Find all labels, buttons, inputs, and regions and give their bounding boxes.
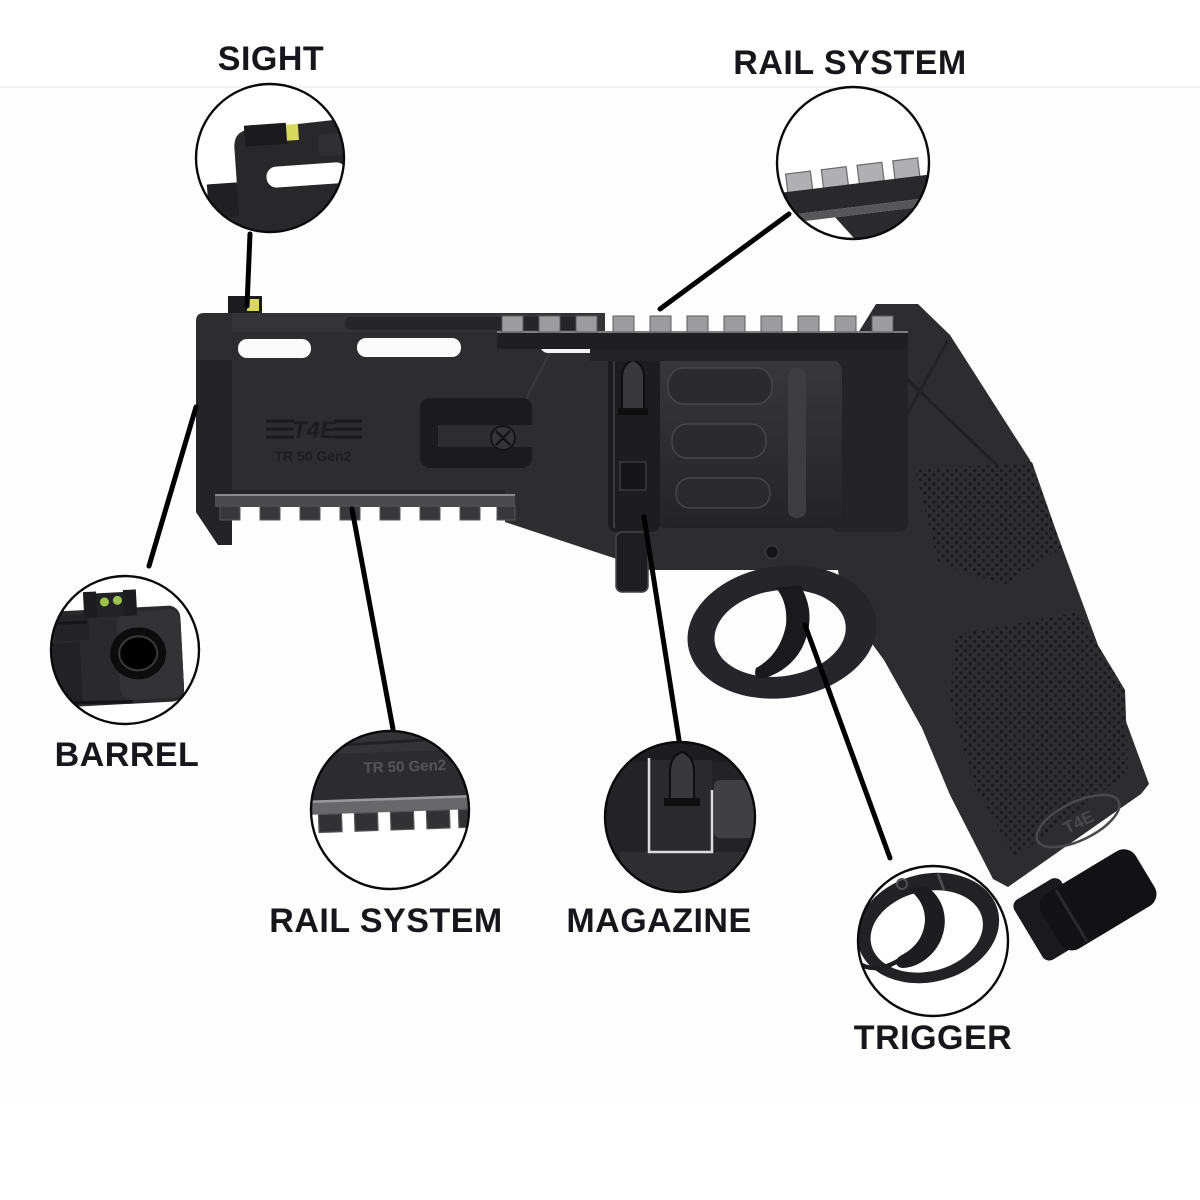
barrel-callout-content	[51, 589, 185, 708]
grip: T4E	[915, 462, 1157, 961]
trigger-guard	[687, 565, 877, 699]
trigger	[755, 585, 810, 679]
top-rail	[497, 315, 908, 361]
callout-line-rail-top	[657, 211, 792, 312]
trigger-callout-ring	[856, 864, 1010, 1018]
rail-top-callout-ring	[775, 85, 931, 241]
callout-line-sight	[244, 231, 253, 309]
callout-line-barrel	[146, 404, 199, 569]
barrel-callout-ring	[49, 574, 201, 726]
rail-bottom-callout: TR 50 Gen2	[309, 729, 471, 891]
shroud-logo-emblem: T4E	[266, 417, 362, 444]
sight-callout-ring	[194, 82, 346, 234]
callout-line-trigger	[802, 622, 893, 861]
rail-bottom-callout-ring	[309, 729, 471, 891]
top-rail-teeth	[501, 315, 894, 333]
callout-lines	[146, 211, 893, 861]
barrel-callout	[49, 574, 201, 726]
frame-screw	[764, 544, 780, 560]
sight-callout	[194, 82, 346, 234]
shroud-logo-text: T4E	[292, 417, 337, 444]
rail-top-callout	[775, 85, 931, 241]
label-barrel: BARREL	[54, 736, 200, 774]
label-rail-system-top: RAIL SYSTEM	[733, 44, 967, 82]
grip-end-cap	[1013, 849, 1157, 961]
cylinder	[608, 340, 908, 593]
callout-line-magazine	[641, 514, 682, 743]
label-trigger: TRIGGER	[853, 1019, 1013, 1057]
grip-texture-upper	[915, 462, 1062, 585]
label-sight: SIGHT	[217, 40, 325, 78]
rail-callout-model-text: TR 50 Gen2	[363, 757, 446, 777]
frame-sculpt-line2	[903, 339, 950, 419]
shroud-cutout	[420, 398, 532, 468]
grip-texture-lower	[950, 612, 1128, 858]
magazine-callout-ring	[603, 740, 757, 894]
revolver-illustration: T4E	[196, 296, 1157, 961]
trigger-callout	[856, 864, 1010, 1018]
cylinder-flutes	[667, 367, 773, 509]
shroud-model-text: TR 50 Gen2	[274, 448, 351, 464]
label-magazine: MAGAZINE	[566, 902, 752, 940]
trigger-blade	[896, 886, 945, 968]
label-rail-system-bottom: RAIL SYSTEM	[269, 902, 503, 940]
callout-line-rail-bottom	[349, 506, 396, 732]
barrel-shroud: T4E TR 50 Gen2	[196, 296, 605, 545]
cocking-knob	[621, 358, 645, 413]
